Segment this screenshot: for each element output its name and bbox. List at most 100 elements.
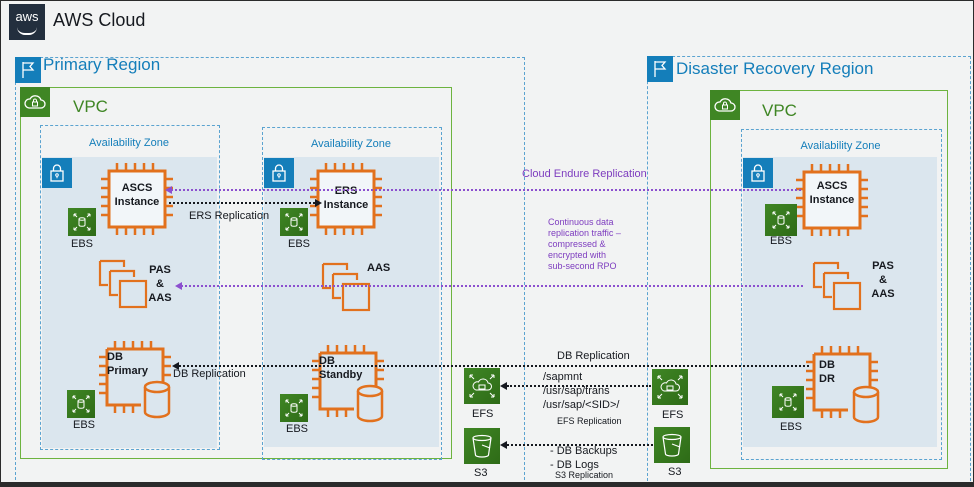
pas-aas-label: PAS & AAS (145, 263, 175, 305)
s3-label: S3 (668, 466, 682, 478)
dr-region (647, 56, 971, 482)
dr-ascs-instance-chip-icon (796, 164, 868, 236)
efs-replication-line (507, 385, 651, 387)
db-dr-chip-icon (806, 346, 880, 424)
ers-instance-chip-icon (310, 163, 382, 235)
dr-pas-aas-instances-icon (812, 261, 862, 311)
ascs-instance-chip-icon (101, 163, 173, 235)
arrow-head-icon (315, 199, 322, 207)
dr-ascs-line-2: Instance (809, 194, 855, 206)
ebs-icon (68, 208, 96, 236)
efs-path: /usr/sap/<SID>/ (543, 399, 620, 411)
dr-az (741, 129, 942, 460)
ebs-icon (765, 204, 797, 236)
dr-pas-line-2: & (879, 274, 887, 286)
dr-pas-aas-label: PAS & AAS (869, 259, 897, 301)
note-line: compressed & (548, 239, 606, 249)
ebs-icon (280, 394, 308, 422)
db-standby-chip-icon (312, 345, 384, 423)
ers-instance-label: ERS Instance (318, 184, 374, 212)
ers-label-line-2: Instance (323, 199, 369, 211)
efs-icon (464, 368, 500, 404)
primary-az-2 (262, 127, 442, 460)
arrow-head-icon (500, 382, 507, 390)
dr-vpc-title: VPC (762, 101, 797, 120)
efs-paths: /sapmnt /usr/sap/trans /usr/sap/<SID>/ (543, 370, 619, 412)
ebs-icon (280, 208, 308, 236)
vpc-cloud-lock-icon (710, 90, 740, 120)
subnet-lock-icon (42, 158, 72, 188)
ascs-label-line-1: ASCS (121, 182, 153, 194)
db-replication-line (179, 365, 809, 367)
dr-pas-line-1: PAS (872, 260, 894, 272)
primary-az-1 (40, 125, 220, 450)
app-replication-line (181, 285, 803, 287)
pas-label-line-1: PAS (149, 264, 171, 276)
aas-instances-icon (321, 262, 371, 312)
db-dr-line-1: DB (819, 359, 835, 371)
aas-label: AAS (367, 262, 391, 274)
region-flag-icon (15, 57, 41, 83)
pas-label-line-3: AAS (148, 292, 172, 304)
dr-az-title: Availability Zone (800, 140, 881, 152)
ebs-label: EBS (770, 235, 793, 247)
efs-label: EFS (472, 408, 494, 420)
db-primary-chip-icon (99, 341, 171, 419)
s3-bucket-icon (464, 428, 500, 464)
dr-ascs-label: ASCS Instance (804, 179, 860, 207)
dr-vpc (710, 90, 948, 469)
arrow-head-icon (165, 186, 172, 194)
db-replication-label-left: DB Replication (173, 368, 246, 380)
az-2-title: Availability Zone (311, 138, 391, 150)
primary-region (15, 57, 525, 482)
aws-smile-icon (17, 27, 37, 35)
s3-label: S3 (474, 467, 488, 479)
primary-vpc (20, 87, 452, 459)
note-line: encrypted with (548, 250, 607, 260)
aws-logo: aws (9, 4, 45, 40)
subnet-lock-icon (743, 158, 773, 188)
s3-item: - DB Backups (550, 445, 618, 457)
ers-replication-label: ERS Replication (189, 210, 270, 222)
dr-ascs-line-1: ASCS (816, 180, 848, 192)
pas-aas-instances-icon (98, 259, 148, 309)
s3-replication-line (507, 444, 653, 446)
db-standby-line-1: DB (319, 355, 335, 367)
db-primary-line-2: Primary (107, 365, 148, 377)
efs-path: /usr/sap/trans (543, 385, 610, 397)
ers-replication-line (169, 202, 315, 204)
db-standby-label: DB Standby (319, 354, 362, 382)
db-standby-line-2: Standby (319, 369, 363, 381)
efs-icon (652, 369, 688, 405)
ebs-label: EBS (286, 423, 309, 435)
s3-replication-label: S3 Replication (555, 470, 614, 480)
note-line: Continuous data (548, 217, 614, 227)
subnet-lock-icon (264, 158, 294, 188)
ebs-icon (772, 386, 804, 418)
db-primary-line-1: DB (107, 351, 123, 363)
ebs-label: EBS (780, 421, 803, 433)
region-flag-icon (647, 56, 673, 82)
db-dr-label: DB DR (819, 358, 835, 386)
efs-replication-label: EFS Replication (557, 416, 622, 426)
ebs-icon (67, 390, 95, 418)
continuous-replication-note: Continuous data replication traffic – co… (548, 217, 621, 272)
dr-pas-line-3: AAS (871, 288, 895, 300)
aws-logo-text: aws (15, 9, 39, 24)
ascs-label-line-2: Instance (114, 196, 160, 208)
ebs-label: EBS (73, 419, 96, 431)
ebs-label: EBS (71, 238, 94, 250)
primary-vpc-title: VPC (73, 97, 108, 116)
efs-path: /sapmnt (543, 371, 583, 383)
s3-item: - DB Logs (550, 459, 599, 471)
cloud-endure-label: Cloud Endure Replication (522, 168, 647, 180)
arrow-head-icon (172, 362, 179, 370)
ebs-label: EBS (288, 238, 311, 250)
ascs-instance-label: ASCS Instance (109, 181, 165, 209)
efs-label: EFS (662, 409, 684, 421)
primary-region-title: Primary Region (43, 55, 161, 74)
pas-label-line-2: & (156, 278, 164, 290)
cloud-title: AWS Cloud (53, 10, 146, 30)
note-line: replication traffic – (548, 228, 621, 238)
